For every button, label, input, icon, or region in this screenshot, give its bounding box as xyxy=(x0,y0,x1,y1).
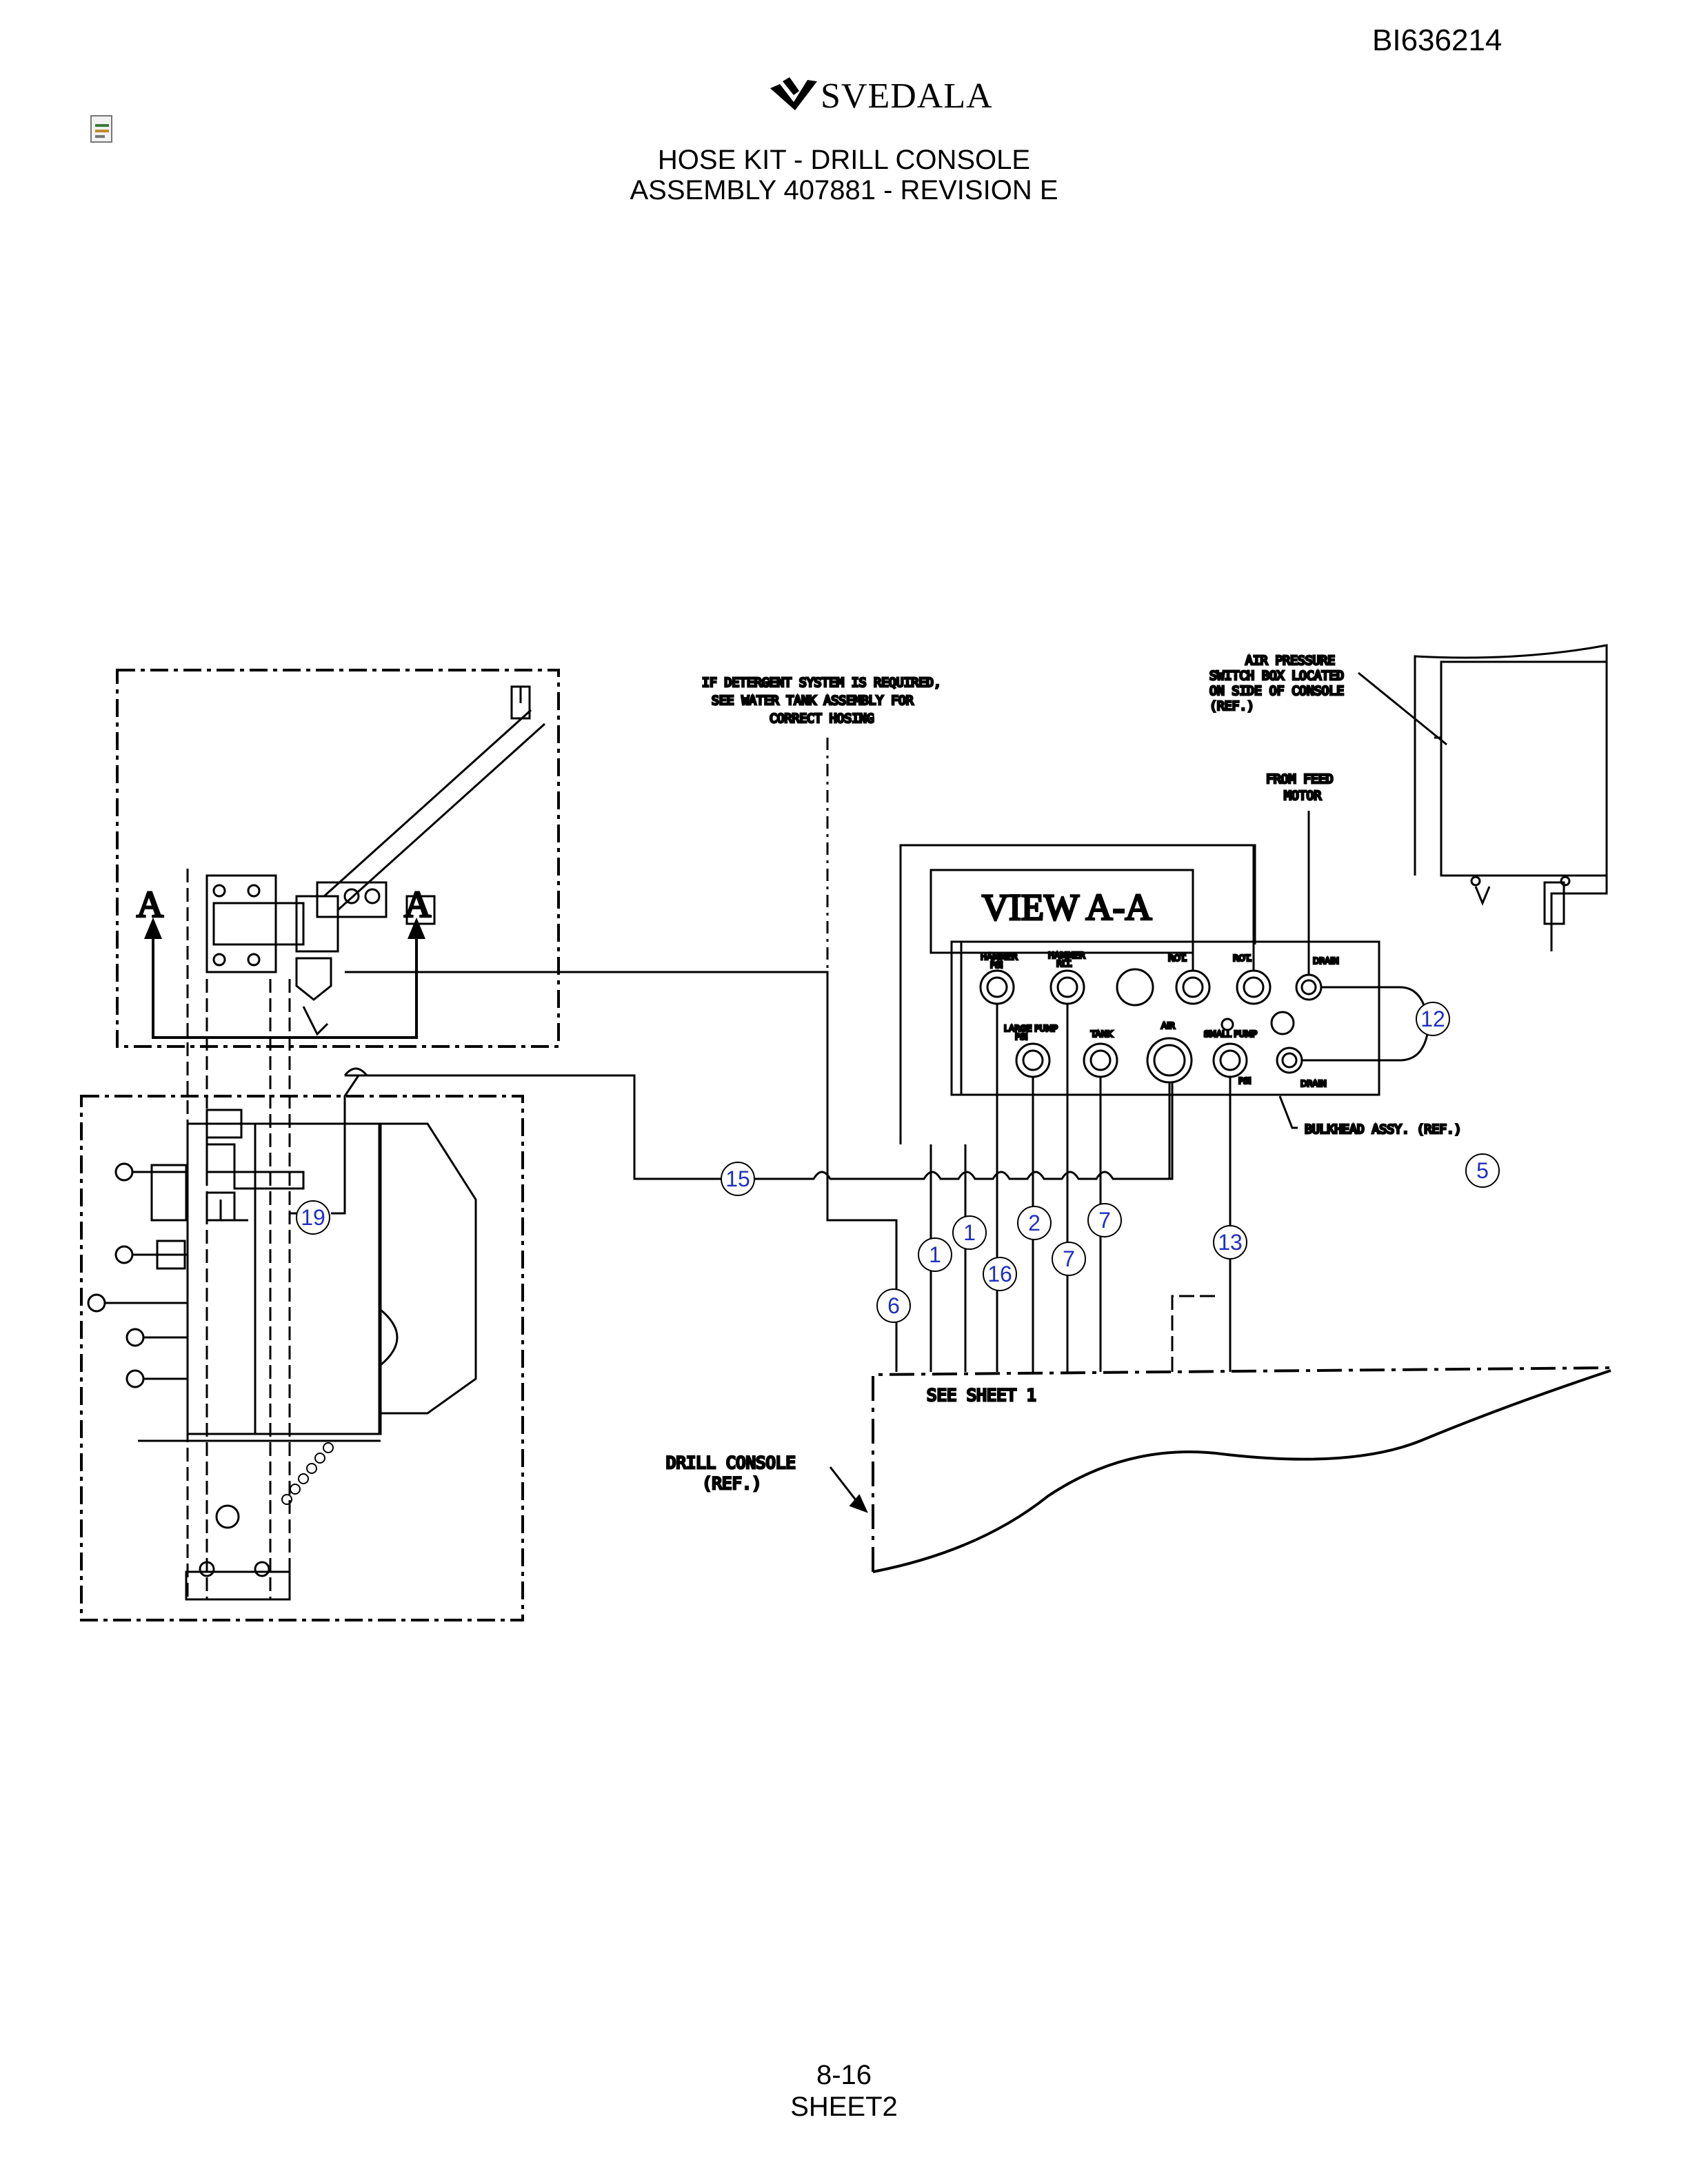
fittings xyxy=(205,1109,305,1222)
note-air-pressure-4: (REF.) xyxy=(1209,699,1254,714)
page-title-line2: ASSEMBLY 407881 - REVISION E xyxy=(630,175,1058,205)
view-label: VIEW A-A xyxy=(982,887,1152,928)
brand-name: SVEDALA xyxy=(821,77,993,116)
note-drill-console-1: DRILL CONSOLE xyxy=(666,1453,796,1473)
page-number: 8-16 xyxy=(816,2060,872,2090)
port-label-rot-2: ROT. xyxy=(1233,953,1252,963)
balloon-numbers: 15 19 1 1 2 7 16 7 6 13 12 5 xyxy=(301,1007,1489,1318)
port-label-large-pump: LARGE PUMP xyxy=(1004,1024,1058,1033)
lower-assembly xyxy=(138,1122,477,1601)
section-label-left: A xyxy=(137,884,163,925)
bulkhead-note: BULKHEAD ASSY. (REF.) xyxy=(1305,1122,1462,1137)
port-label-tank: TANK xyxy=(1090,1029,1114,1039)
note-air-pressure-3: ON SIDE OF CONSOLE xyxy=(1209,684,1344,698)
note-drill-console-2: (REF.) xyxy=(702,1474,762,1493)
balloon-7b xyxy=(1052,1242,1086,1276)
balloon-1b xyxy=(952,1215,987,1250)
document-icon[interactable] xyxy=(90,114,117,145)
chain xyxy=(281,1442,334,1505)
port-label-psi: PSI xyxy=(1238,1076,1251,1086)
hose-lines xyxy=(930,1004,1232,1372)
note-feed-motor-1: FROM FEED xyxy=(1266,772,1334,787)
balloon-2 xyxy=(1017,1206,1052,1240)
note-detergent-2: SEE WATER TANK ASSEMBLY FOR xyxy=(712,694,914,708)
port-label-rot-1: ROT. xyxy=(1168,953,1187,963)
balloon-1a xyxy=(918,1237,952,1272)
balloon-13 xyxy=(1213,1225,1247,1260)
note-detergent-3: CORRECT HOSING xyxy=(770,711,874,726)
balloon-7a xyxy=(1087,1203,1122,1237)
air-pressure-switch-box xyxy=(1414,644,1608,951)
bulkhead-fittings-bottom xyxy=(1015,1018,1303,1084)
valve-block xyxy=(205,874,436,1036)
port-label-large-pump-psi: PSI xyxy=(1015,1032,1027,1042)
balloon-16 xyxy=(983,1257,1017,1291)
document-id: BI636214 xyxy=(1372,23,1503,57)
balloon-5 xyxy=(1465,1153,1500,1188)
port-label-hammer-psi-2: PSI xyxy=(990,960,1003,970)
port-label-small-pump: SMALL PUMP xyxy=(1204,1029,1257,1039)
balloons xyxy=(296,1002,1500,1323)
bulkhead-plate xyxy=(950,940,1380,1096)
air-switch-leader xyxy=(1358,671,1447,746)
balloon-19 xyxy=(296,1200,330,1235)
port-label-hammer-psi-1: HAMMER xyxy=(981,952,1018,962)
balloon-number: 13 xyxy=(1218,1230,1243,1255)
note-see-sheet: SEE SHEET 1 xyxy=(927,1386,1036,1405)
balloon-number: 1 xyxy=(963,1220,976,1245)
port-label-drain-bottom: DRAIN xyxy=(1300,1079,1327,1089)
mast xyxy=(186,869,291,1599)
lever-arm xyxy=(323,685,546,911)
balloon-number: 7 xyxy=(1063,1246,1075,1271)
port-label-hammer-rlt-1: HAMMER xyxy=(1048,951,1085,960)
upper-detail-box xyxy=(116,669,560,1048)
lower-detail-box xyxy=(80,1095,524,1621)
balloon-number: 16 xyxy=(987,1262,1012,1286)
port-label-air: AIR xyxy=(1161,1021,1175,1031)
balloon-number: 5 xyxy=(1476,1158,1489,1183)
note-detergent-1: IF DETERGENT SYSTEM IS REQUIRED, xyxy=(702,676,941,690)
balloon-number: 19 xyxy=(301,1205,325,1230)
svedala-logo-icon xyxy=(770,77,817,110)
balloon-6 xyxy=(876,1288,911,1323)
balloon-15 xyxy=(721,1162,755,1196)
balloon-12 xyxy=(1416,1002,1450,1036)
note-feed-motor-2: MOTOR xyxy=(1284,789,1321,803)
note-air-pressure-2: SWITCH BOX LOCATED xyxy=(1209,669,1344,683)
page-title-line1: HOSE KIT - DRILL CONSOLE xyxy=(657,145,1031,175)
section-label-right: A xyxy=(404,884,431,925)
section-marks xyxy=(144,917,425,1039)
balloon-number: 7 xyxy=(1098,1208,1111,1233)
valve-handles xyxy=(87,1162,188,1388)
balloon-number: 2 xyxy=(1028,1211,1041,1235)
port-label-drain-top: DRAIN xyxy=(1313,956,1339,966)
sheet-number: SHEET2 xyxy=(790,2092,898,2122)
balloon-number: 1 xyxy=(929,1242,941,1267)
port-label-hammer-rlt-2: RLT. xyxy=(1056,959,1072,969)
balloon-number: 12 xyxy=(1420,1007,1445,1031)
balloon-number: 15 xyxy=(725,1166,750,1191)
drill-console xyxy=(872,1366,1611,1573)
note-air-pressure-1: AIR PRESSURE xyxy=(1245,654,1335,668)
balloon-number: 6 xyxy=(887,1293,900,1318)
